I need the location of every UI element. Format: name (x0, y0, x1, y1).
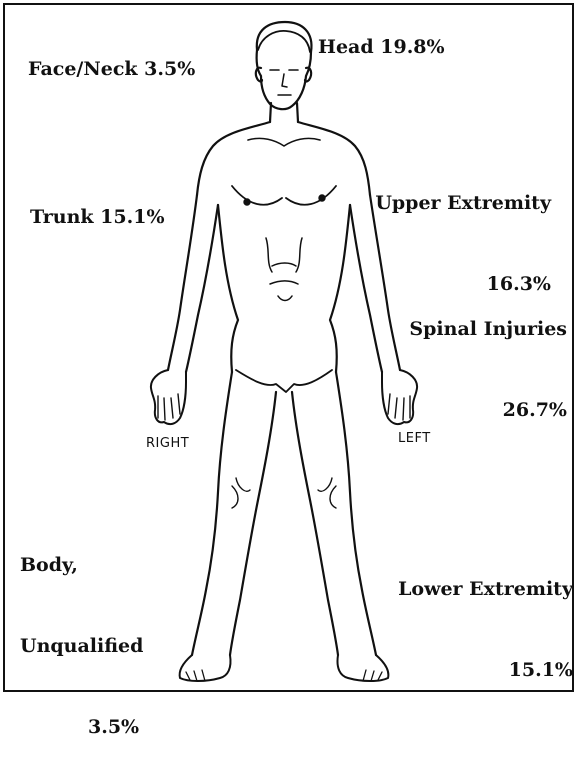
label-body-line1: Body, (20, 552, 208, 579)
head-outline (257, 22, 312, 109)
label-spinal-line2: 26.7% (409, 397, 567, 424)
label-head: Head 19.8% (318, 34, 445, 61)
label-face-neck: Face/Neck 3.5% (28, 56, 195, 83)
label-trunk: Trunk 15.1% (30, 204, 165, 231)
shoulder-right (197, 122, 270, 195)
right-hand (151, 370, 186, 424)
left-foot (337, 655, 388, 681)
left-toes (363, 670, 382, 681)
shoulder-left (298, 122, 370, 195)
nipple-left (319, 195, 324, 200)
label-lower-extremity-line2: 15.1% (398, 657, 573, 684)
label-body-unqualified: Body, Unqualified 3.5% (20, 498, 208, 768)
label-side-left: LEFT (398, 431, 431, 446)
torso-right (218, 205, 238, 372)
right-arm-inner (186, 205, 218, 372)
label-upper-extremity-line1: Upper Extremity (375, 190, 551, 217)
right-fingers (158, 394, 180, 420)
label-body-line2: Unqualified (20, 633, 208, 660)
torso-left (330, 205, 350, 372)
label-lower-extremity: Lower Extremity 15.1% (398, 522, 573, 711)
hair-outline (258, 31, 310, 52)
label-body-line3: 3.5% (20, 714, 208, 741)
label-lower-extremity-line1: Lower Extremity (398, 576, 573, 603)
right-leg-inner (230, 392, 276, 655)
neck-left (297, 103, 298, 122)
clavicles (248, 138, 320, 146)
right-knee (232, 478, 250, 508)
groin (236, 370, 332, 392)
left-leg-inner (292, 392, 338, 655)
left-leg-outer (336, 372, 376, 655)
nose (282, 74, 287, 87)
nipple-right (244, 199, 249, 204)
label-side-right: RIGHT (146, 436, 189, 451)
left-fingers (388, 394, 410, 420)
label-spinal-injuries: Spinal Injuries 26.7% (409, 262, 567, 451)
label-spinal-line1: Spinal Injuries (409, 316, 567, 343)
neck-right (270, 103, 271, 122)
left-knee (318, 478, 336, 508)
abdomen-lines (266, 238, 302, 301)
